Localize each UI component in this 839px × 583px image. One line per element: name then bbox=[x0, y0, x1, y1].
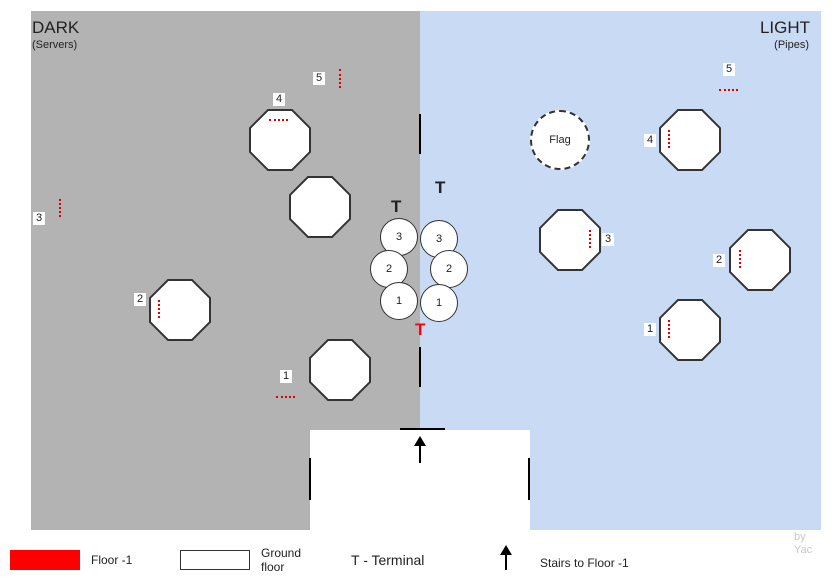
light-zone-subtitle: (Pipes) bbox=[774, 39, 809, 51]
circle-label: 1 bbox=[435, 297, 443, 309]
legend-floor-minus-1-label: Floor -1 bbox=[91, 553, 133, 567]
credit-line-1: by bbox=[794, 531, 806, 543]
legend-terminal-label: T - Terminal bbox=[351, 552, 425, 568]
legend-stairs-arrow-icon bbox=[500, 545, 512, 570]
light-marker-4-line bbox=[668, 130, 670, 148]
light-octagon-4-fill bbox=[661, 111, 719, 169]
light-marker-3-label: 3 bbox=[602, 233, 614, 246]
stairs-arrow-icon bbox=[414, 436, 426, 463]
dark-octagon-1-fill bbox=[311, 341, 369, 399]
light-marker-5-line bbox=[719, 89, 738, 91]
entrance-wall bbox=[400, 428, 445, 430]
center-wall-top bbox=[419, 114, 421, 154]
ground-wall-left bbox=[309, 458, 311, 500]
dark-zone-subtitle: (Servers) bbox=[32, 39, 78, 51]
dark-octagon-2-fill bbox=[151, 281, 209, 339]
light-marker-1-label: 1 bbox=[644, 323, 656, 336]
legend-stairs-label: Stairs to Floor -1 bbox=[540, 556, 629, 570]
ground-wall-right bbox=[528, 458, 530, 500]
circle-label: 2 bbox=[445, 263, 453, 275]
dark-marker-3-label: 3 bbox=[33, 212, 45, 225]
dark-marker-5-label: 5 bbox=[313, 72, 325, 85]
legend-ground-floor-label-2: floor bbox=[261, 560, 285, 574]
light-marker-3-line bbox=[589, 230, 591, 248]
dark-marker-2-line bbox=[158, 300, 160, 318]
light-marker-5-label: 5 bbox=[723, 63, 735, 76]
terminal-floor-minus-1: T bbox=[415, 320, 426, 339]
dark-marker-1-line bbox=[276, 396, 295, 398]
light-marker-2-line bbox=[739, 250, 741, 268]
circle-left-1: 1 bbox=[380, 282, 418, 320]
flag-label: Flag bbox=[549, 134, 571, 146]
light-marker-2-label: 2 bbox=[713, 254, 725, 267]
light-zone-title: LIGHT bbox=[759, 18, 810, 37]
circle-label: 1 bbox=[395, 295, 403, 307]
credit-line-2: Yac bbox=[794, 544, 813, 556]
circle-label: 3 bbox=[395, 231, 403, 243]
light-octagon-1-fill bbox=[661, 301, 719, 359]
dark-zone-title: DARK bbox=[32, 18, 80, 37]
circle-right-2: 2 bbox=[430, 250, 468, 288]
dark-marker-4-label: 4 bbox=[273, 93, 285, 106]
legend-ground-floor-label-1: Ground bbox=[261, 546, 302, 560]
light-marker-4-label: 4 bbox=[644, 134, 656, 147]
dark-marker-1-label: 1 bbox=[280, 370, 292, 383]
legend-floor-minus-1-swatch bbox=[10, 550, 80, 570]
terminal-light: T bbox=[435, 178, 446, 197]
circle-right-1: 1 bbox=[420, 284, 458, 322]
circle-left-2: 2 bbox=[370, 250, 408, 288]
circle-label: 2 bbox=[385, 263, 393, 275]
dark-marker-5-line bbox=[339, 69, 341, 88]
dark-marker-4-line bbox=[269, 119, 288, 121]
circle-label: 3 bbox=[435, 233, 443, 245]
dark-octagon-mid-fill bbox=[291, 178, 349, 236]
dark-marker-2-label: 2 bbox=[134, 293, 146, 306]
legend-ground-floor-swatch bbox=[180, 550, 250, 570]
light-marker-1-line bbox=[668, 320, 670, 338]
terminal-dark: T bbox=[391, 197, 402, 216]
flag-circle: Flag bbox=[530, 110, 590, 170]
circle-left-3: 3 bbox=[380, 218, 418, 256]
center-wall-bottom bbox=[419, 347, 421, 387]
dark-marker-3-line bbox=[59, 199, 61, 217]
